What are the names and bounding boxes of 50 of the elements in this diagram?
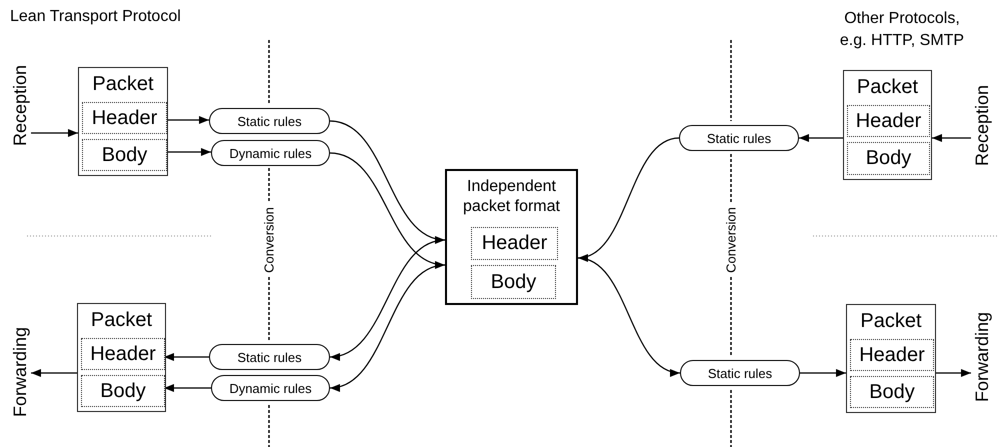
box-title: Packet xyxy=(859,309,923,334)
section-heading: Other Protocols, e.g. HTTP, SMTP xyxy=(838,9,966,52)
arrow xyxy=(799,134,843,142)
packet-box xyxy=(78,67,168,176)
box-title: Packet xyxy=(91,72,155,97)
packet-box xyxy=(843,70,932,180)
arrow xyxy=(330,152,446,268)
box-title: Packet xyxy=(90,308,154,333)
field-box: Body xyxy=(81,375,165,407)
box-title: Packet xyxy=(856,75,920,100)
arrow xyxy=(31,369,77,377)
side-label: Reception xyxy=(9,62,31,148)
arrow xyxy=(330,264,446,390)
field-box: Header xyxy=(81,338,165,370)
field-box: Header xyxy=(850,339,934,371)
rule-pill: Static rules xyxy=(680,360,800,386)
field-box: Header xyxy=(82,102,167,134)
packet-box xyxy=(846,304,936,413)
arrow xyxy=(936,369,971,377)
side-label: Forwarding xyxy=(9,323,31,421)
packet-format-box xyxy=(445,169,578,305)
side-label: Forwarding xyxy=(971,308,993,406)
field-box: Body xyxy=(850,376,934,408)
field-box: Header xyxy=(471,227,558,260)
box-title: Independent packet format xyxy=(462,177,561,217)
section-heading: Lean Transport Protocol xyxy=(10,8,181,26)
arrow xyxy=(330,239,446,360)
arrow xyxy=(932,134,971,142)
rule-pill: Dynamic rules xyxy=(211,375,330,401)
divider-label: Conversion xyxy=(724,207,738,273)
field-box: Body xyxy=(847,142,930,175)
rule-pill: Static rules xyxy=(209,344,330,370)
arrow xyxy=(164,384,211,392)
arrow xyxy=(800,369,846,377)
field-box: Body xyxy=(471,265,556,299)
side-label: Reception xyxy=(971,82,993,168)
rule-pill: Dynamic rules xyxy=(211,140,330,166)
arrow xyxy=(166,116,209,124)
rule-pill: Static rules xyxy=(679,125,799,151)
arrow xyxy=(164,353,209,361)
arrow xyxy=(578,137,680,260)
arrow xyxy=(578,257,680,376)
arrow xyxy=(330,120,446,242)
packet-box xyxy=(77,303,166,412)
field-box: Body xyxy=(82,139,167,171)
divider-label: Conversion xyxy=(262,207,276,273)
arrow xyxy=(166,148,211,156)
rule-pill: Static rules xyxy=(209,108,330,134)
arrow xyxy=(31,129,78,137)
field-box: Header xyxy=(847,105,930,137)
